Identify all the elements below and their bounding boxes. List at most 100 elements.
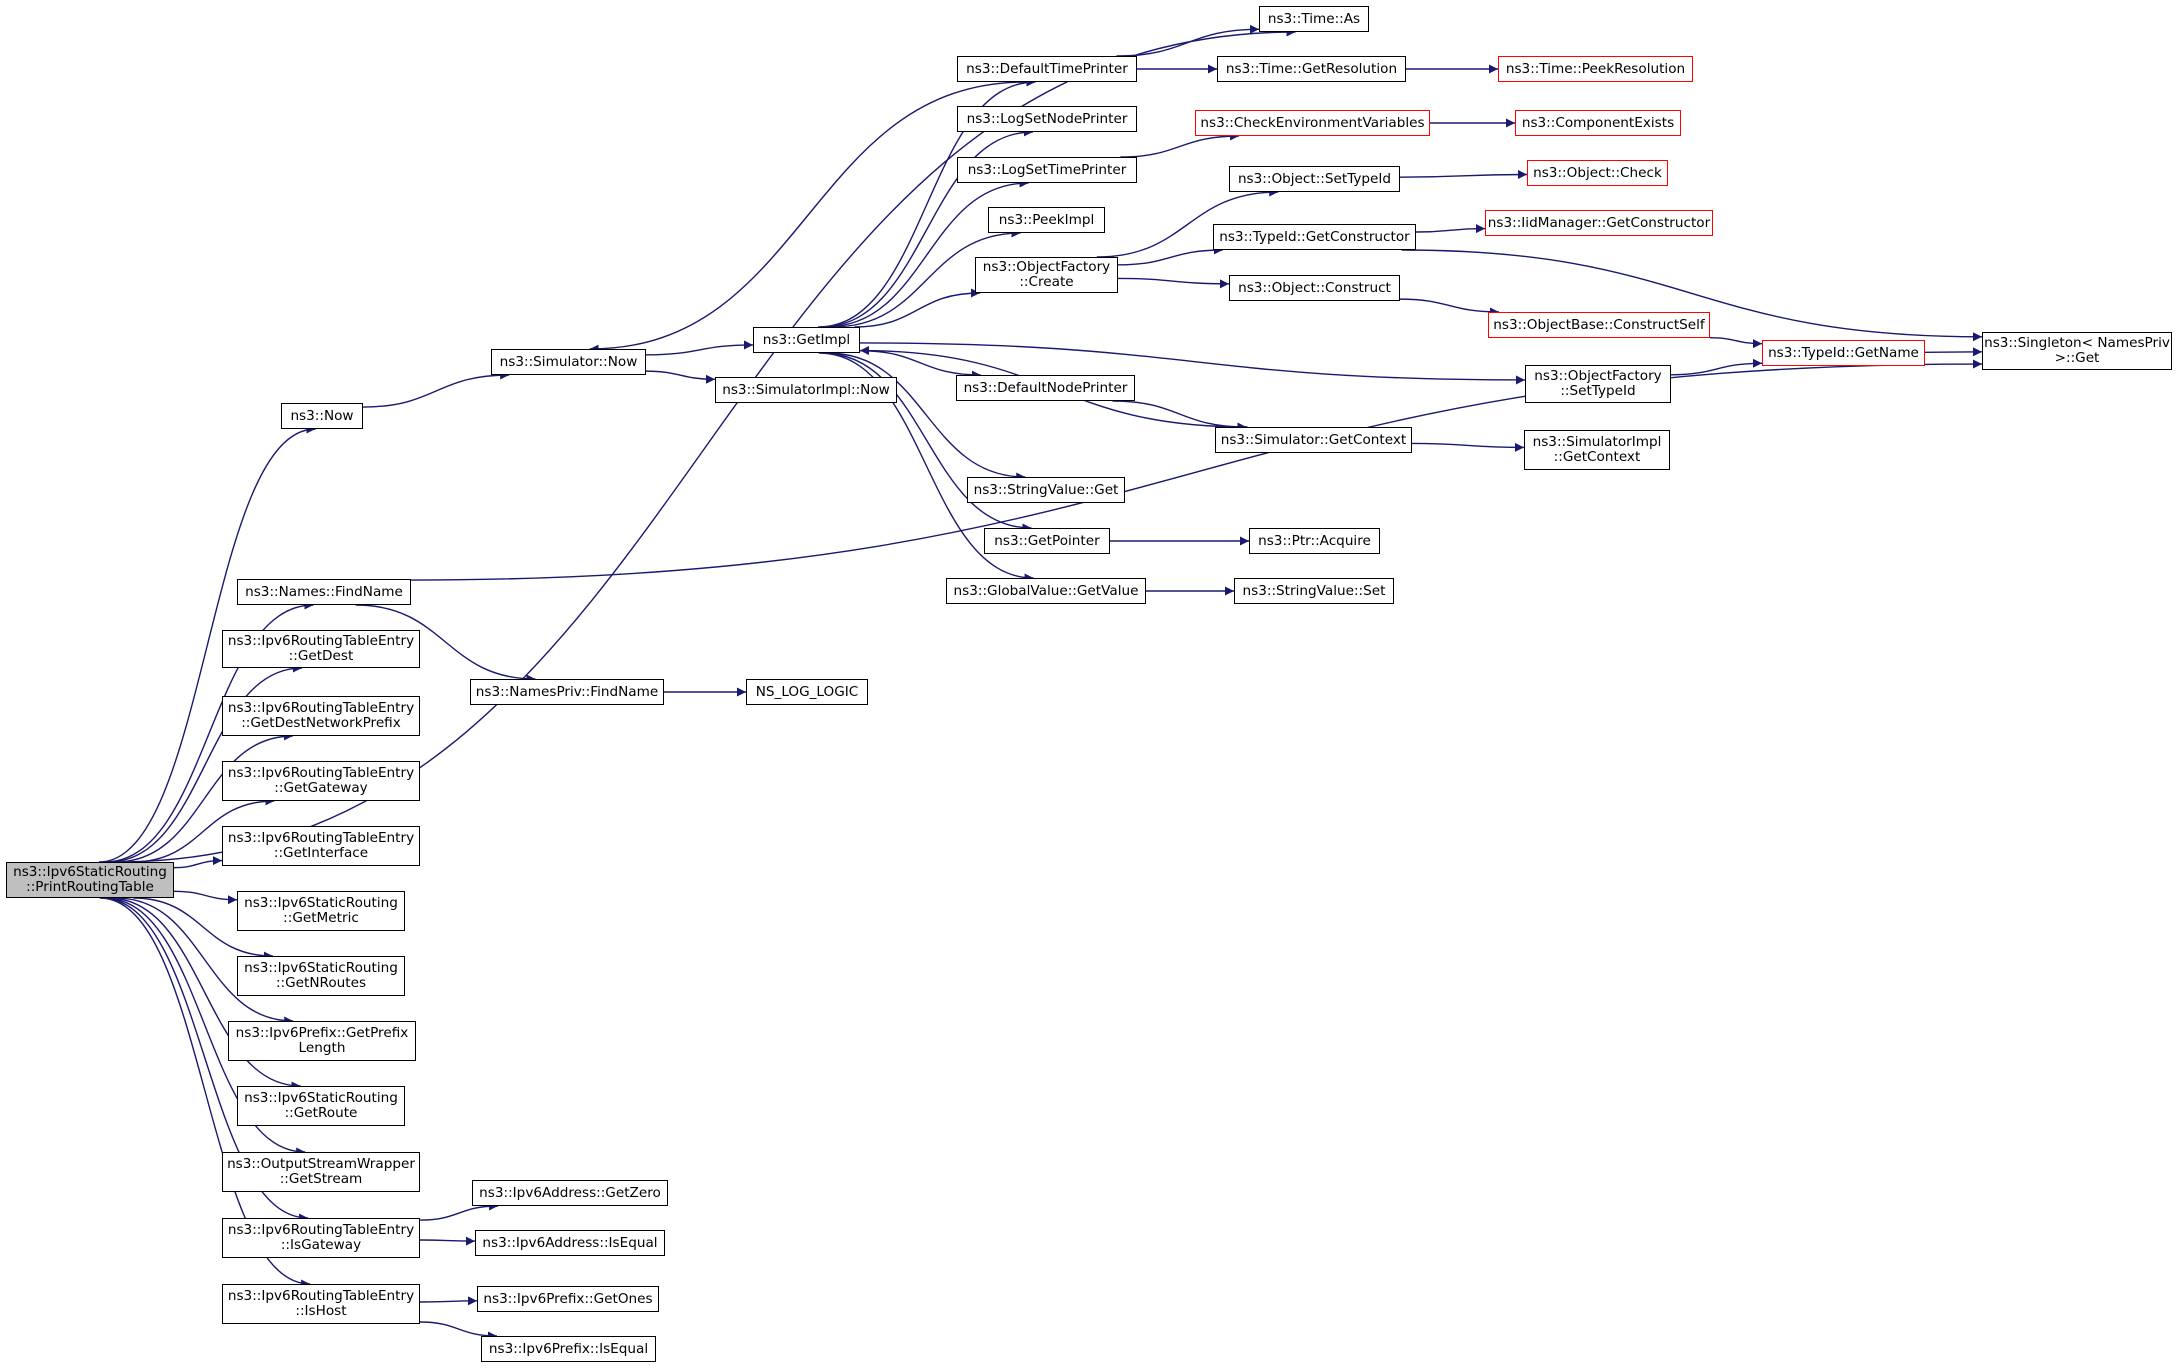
edge-names-findname-to-namespriv-findname xyxy=(355,604,536,684)
node-label-line: ns3::Ipv6Prefix::GetOnes xyxy=(483,1290,653,1307)
node-root[interactable]: ns3::Ipv6StaticRouting::PrintRoutingTabl… xyxy=(6,862,174,898)
node-label-line: ns3::DefaultTimePrinter xyxy=(966,60,1128,77)
node-obj-settypeid[interactable]: ns3::Object::SetTypeId xyxy=(1229,166,1400,192)
node-label-line: ns3::Time::GetResolution xyxy=(1225,60,1398,77)
node-obj-check[interactable]: ns3::Object::Check xyxy=(1527,160,1668,186)
node-now[interactable]: ns3::Now xyxy=(281,403,363,429)
node-label-line: ns3::Singleton< NamesPriv xyxy=(1984,335,2170,351)
node-time-getres[interactable]: ns3::Time::GetResolution xyxy=(1217,56,1406,82)
node-label-line: ns3::ComponentExists xyxy=(1521,114,1675,131)
node-label-line: ::GetStream xyxy=(279,1171,363,1187)
node-label-line: ns3::OutputStreamWrapper xyxy=(227,1156,415,1172)
node-isr-getroute[interactable]: ns3::Ipv6StaticRouting::GetRoute xyxy=(237,1086,405,1126)
node-default-time-printer[interactable]: ns3::DefaultTimePrinter xyxy=(957,56,1137,82)
edge-default-time-printer-to-time-as xyxy=(1116,24,1260,57)
node-stringvalue-get[interactable]: ns3::StringValue::Get xyxy=(967,477,1125,503)
node-rte-getif[interactable]: ns3::Ipv6RoutingTableEntry::GetInterface xyxy=(222,826,420,866)
node-label-line: ns3::TypeId::GetConstructor xyxy=(1219,228,1410,245)
node-obj-construct[interactable]: ns3::Object::Construct xyxy=(1229,275,1400,301)
node-isr-getnroutes[interactable]: ns3::Ipv6StaticRouting::GetNRoutes xyxy=(237,956,405,996)
node-label-line: ns3::Simulator::GetContext xyxy=(1220,431,1407,448)
edge-root-to-rte-getgw xyxy=(131,796,275,863)
edge-getimpl-to-default-time-printer xyxy=(818,77,1036,328)
node-objbase-cs[interactable]: ns3::ObjectBase::ConstructSelf xyxy=(1488,312,1710,338)
node-isr-getmetric[interactable]: ns3::Ipv6StaticRouting::GetMetric xyxy=(237,891,405,931)
node-iid-getctor[interactable]: ns3::IidManager::GetConstructor xyxy=(1485,210,1713,236)
node-prefix-getones[interactable]: ns3::Ipv6Prefix::GetOnes xyxy=(477,1286,659,1312)
node-addr-isequal[interactable]: ns3::Ipv6Address::IsEqual xyxy=(475,1230,665,1256)
node-label-line: ns3::ObjectFactory xyxy=(982,259,1111,275)
node-peekimpl[interactable]: ns3::PeekImpl xyxy=(988,207,1105,233)
node-label-line: ns3::StringValue::Get xyxy=(973,481,1119,498)
node-simimpl-getctx[interactable]: ns3::SimulatorImpl::GetContext xyxy=(1524,430,1670,470)
edge-rte-isgw-to-addr-isequal xyxy=(419,1236,476,1246)
edge-root-to-rte-getif xyxy=(173,856,223,869)
node-stringvalue-set[interactable]: ns3::StringValue::Set xyxy=(1234,578,1394,604)
edge-root-to-isr-getroute xyxy=(108,897,301,1091)
node-label-line: ns3::Ipv6Prefix::IsEqual xyxy=(488,1340,649,1357)
node-sim-getctx[interactable]: ns3::Simulator::GetContext xyxy=(1215,427,1412,453)
node-singleton-get[interactable]: ns3::Singleton< NamesPriv>::Get xyxy=(1982,332,2172,370)
edge-default-node-printer-to-sim-getctx xyxy=(1112,400,1247,432)
node-label-line: ::GetDest xyxy=(288,648,354,664)
node-logsettime[interactable]: ns3::LogSetTimePrinter xyxy=(957,157,1137,183)
edge-root-to-rte-ishost xyxy=(99,897,311,1289)
edge-logsettime-to-checkenv xyxy=(1120,131,1240,158)
node-label-line: ::GetInterface xyxy=(273,845,369,861)
edge-objbase-cs-to-typeid-getname xyxy=(1709,337,1763,349)
node-label-line: ns3::Ipv6RoutingTableEntry xyxy=(227,765,415,781)
node-typeid-getctor[interactable]: ns3::TypeId::GetConstructor xyxy=(1213,224,1416,250)
node-namespriv-findname[interactable]: ns3::NamesPriv::FindName xyxy=(470,679,664,705)
edge-rte-isgw-to-addr-getzero xyxy=(419,1201,499,1221)
node-label-line: ns3::GlobalValue::GetValue xyxy=(953,582,1139,599)
node-addr-getzero[interactable]: ns3::Ipv6Address::GetZero xyxy=(472,1180,668,1206)
edge-getimpl-to-logsetnode xyxy=(820,127,1033,328)
node-prefix-isequal[interactable]: ns3::Ipv6Prefix::IsEqual xyxy=(481,1336,656,1362)
node-simimpl-now[interactable]: ns3::SimulatorImpl::Now xyxy=(715,377,897,403)
node-rte-isgw[interactable]: ns3::Ipv6RoutingTableEntry::IsGateway xyxy=(222,1218,420,1258)
node-getimpl[interactable]: ns3::GetImpl xyxy=(753,327,860,353)
node-getpointer[interactable]: ns3::GetPointer xyxy=(984,528,1110,554)
node-label-line: ns3::CheckEnvironmentVariables xyxy=(1200,114,1425,131)
node-ptr-acquire[interactable]: ns3::Ptr::Acquire xyxy=(1249,528,1380,554)
node-rte-getdestnp[interactable]: ns3::Ipv6RoutingTableEntry::GetDestNetwo… xyxy=(222,696,420,736)
node-rte-getdest[interactable]: ns3::Ipv6RoutingTableEntry::GetDest xyxy=(222,630,420,668)
node-label-line: ns3::SimulatorImpl xyxy=(1532,434,1662,450)
node-rte-getgw[interactable]: ns3::Ipv6RoutingTableEntry::GetGateway xyxy=(222,761,420,801)
node-typeid-getname[interactable]: ns3::TypeId::GetName xyxy=(1762,340,1925,366)
edge-root-to-isr-getmetric xyxy=(173,890,238,905)
edge-sim-getctx-to-simimpl-getctx xyxy=(1411,442,1525,452)
node-time-peekres[interactable]: ns3::Time::PeekResolution xyxy=(1498,56,1693,82)
node-label-line: ::Create xyxy=(1019,274,1074,290)
node-osw-getstream[interactable]: ns3::OutputStreamWrapper::GetStream xyxy=(222,1152,420,1192)
node-objfactory-create[interactable]: ns3::ObjectFactory::Create xyxy=(975,257,1118,293)
node-label-line: ns3::ObjectBase::ConstructSelf xyxy=(1493,316,1705,333)
node-label-line: ::GetNRoutes xyxy=(275,975,367,991)
node-globalvalue-getvalue[interactable]: ns3::GlobalValue::GetValue xyxy=(946,578,1146,604)
node-sim-now[interactable]: ns3::Simulator::Now xyxy=(491,349,646,375)
node-logsetnode[interactable]: ns3::LogSetNodePrinter xyxy=(957,106,1137,132)
edge-getimpl-to-stringvalue-get xyxy=(827,352,1026,482)
node-time-as[interactable]: ns3::Time::As xyxy=(1259,6,1369,32)
node-label-line: ns3::Object::Construct xyxy=(1238,279,1391,296)
node-label-line: ns3::DefaultNodePrinter xyxy=(963,379,1128,396)
node-label-line: ns3::Ipv6RoutingTableEntry xyxy=(227,633,415,649)
node-rte-ishost[interactable]: ns3::Ipv6RoutingTableEntry::IsHost xyxy=(222,1284,420,1324)
node-ns-log-logic[interactable]: NS_LOG_LOGIC xyxy=(746,679,868,705)
node-objfactory-settypeid[interactable]: ns3::ObjectFactory::SetTypeId xyxy=(1525,365,1671,403)
node-label-line: ns3::LogSetNodePrinter xyxy=(966,110,1128,127)
node-label-line: ns3::Ipv6RoutingTableEntry xyxy=(227,1222,415,1238)
node-label-line: ns3::GetPointer xyxy=(994,532,1100,549)
node-default-node-printer[interactable]: ns3::DefaultNodePrinter xyxy=(956,375,1135,401)
node-label-line: ns3::Ipv6StaticRouting xyxy=(13,864,167,880)
edge-names-findname-to-singleton-get xyxy=(410,359,1983,581)
edge-root-to-now xyxy=(98,424,316,863)
node-label-line: ns3::Object::SetTypeId xyxy=(1237,170,1392,187)
node-compexists[interactable]: ns3::ComponentExists xyxy=(1515,110,1681,136)
edge-rte-ishost-to-prefix-isequal xyxy=(419,1321,498,1341)
node-checkenv[interactable]: ns3::CheckEnvironmentVariables xyxy=(1195,110,1430,136)
node-names-findname[interactable]: ns3::Names::FindName xyxy=(237,579,411,605)
edge-obj-settypeid-to-obj-check xyxy=(1399,169,1528,179)
